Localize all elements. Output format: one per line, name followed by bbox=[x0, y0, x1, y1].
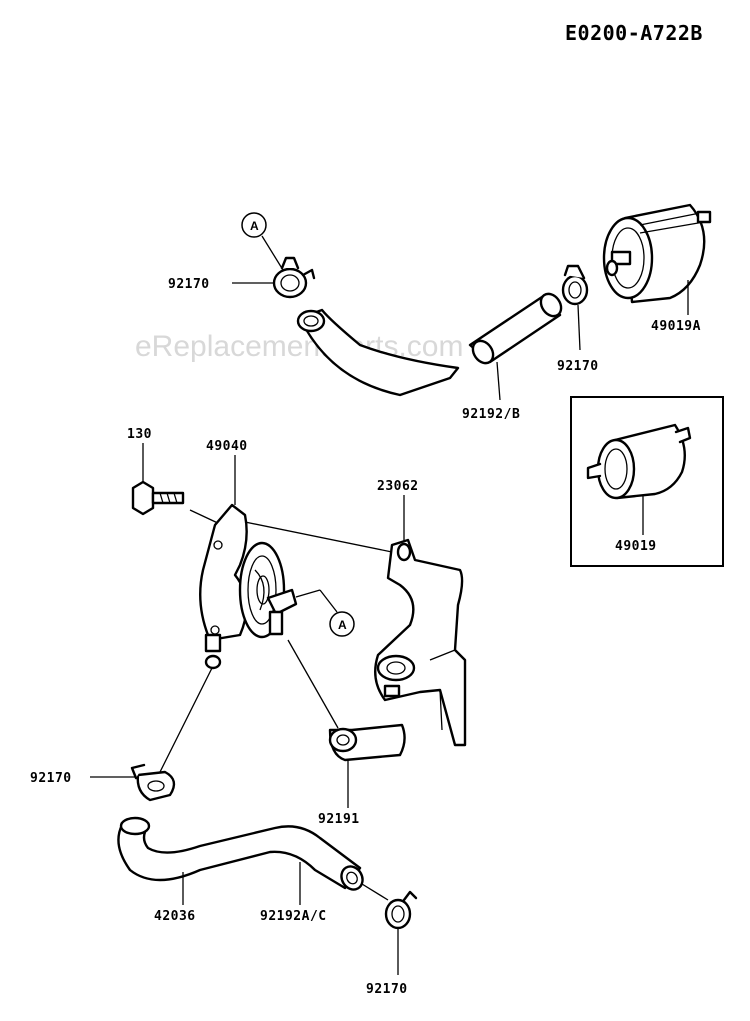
pump-short-hose-line bbox=[287, 639, 339, 729]
label-hose-bottom-b: 92192A/C bbox=[260, 909, 327, 924]
reference-marker-top[interactable] bbox=[241, 212, 267, 238]
label-filter-inset: 49019 bbox=[615, 539, 657, 554]
upper-hose[interactable] bbox=[296, 290, 565, 397]
label-filter-a: 49019A bbox=[651, 319, 701, 334]
lower-hose[interactable] bbox=[117, 816, 366, 893]
leader-ref-middle-a bbox=[295, 589, 321, 598]
label-short-hose: 92191 bbox=[318, 812, 360, 827]
fuel-filter-inset[interactable] bbox=[586, 423, 692, 500]
fuel-pump[interactable] bbox=[199, 503, 298, 670]
short-hose[interactable] bbox=[328, 723, 406, 762]
label-bolt: 130 bbox=[127, 427, 152, 442]
pump-bracket-line bbox=[244, 521, 393, 553]
hose-clamp-bottom-line bbox=[361, 883, 389, 901]
clamp-top-left[interactable] bbox=[272, 256, 316, 299]
clamp-bottom[interactable] bbox=[384, 890, 418, 930]
reference-marker-middle-label: A bbox=[338, 618, 347, 632]
label-bracket: 23062 bbox=[377, 479, 419, 494]
fuel-filter-a[interactable] bbox=[602, 203, 712, 304]
reference-marker-top-label: A bbox=[250, 219, 259, 233]
leader-hose-top bbox=[496, 361, 501, 401]
pump-clamp-left-line bbox=[159, 667, 213, 773]
label-clamp-top-right: 92170 bbox=[557, 359, 599, 374]
label-hose-bottom: 42036 bbox=[154, 909, 196, 924]
leader-ref-top bbox=[261, 235, 284, 271]
bolt[interactable] bbox=[131, 480, 185, 516]
leader-clamp-top-right bbox=[577, 304, 581, 351]
diagram-code: E0200-A722B bbox=[565, 21, 703, 45]
clamp-top-right[interactable] bbox=[561, 264, 589, 306]
label-clamp-top-left: 92170 bbox=[168, 277, 210, 292]
bracket[interactable] bbox=[374, 538, 467, 747]
label-hose-top: 92192/B bbox=[462, 407, 520, 422]
label-clamp-left: 92170 bbox=[30, 771, 72, 786]
clamp-left[interactable] bbox=[130, 763, 176, 802]
reference-marker-middle[interactable] bbox=[329, 611, 355, 637]
watermark: eReplacementParts.com bbox=[135, 330, 463, 363]
label-pump: 49040 bbox=[206, 439, 248, 454]
leader-ref-middle-b bbox=[319, 589, 338, 613]
label-clamp-bottom: 92170 bbox=[366, 982, 408, 997]
